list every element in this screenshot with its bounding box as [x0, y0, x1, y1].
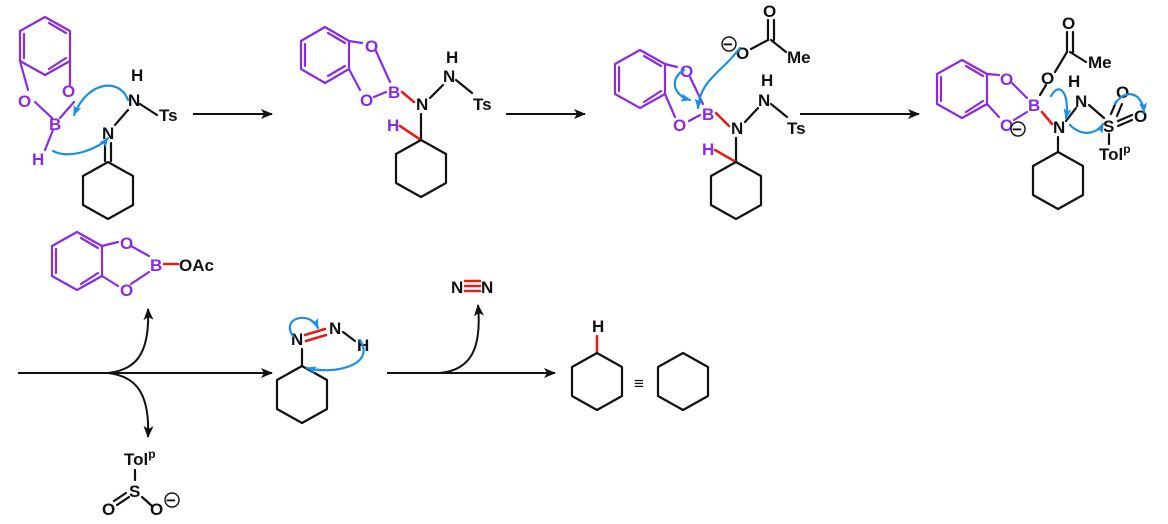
acetoxy-group: OAc	[179, 256, 214, 275]
atom-o: O	[1062, 14, 1075, 33]
atom-o: O	[1000, 116, 1013, 135]
atom-n: N	[443, 67, 455, 86]
acetate-attack-intermediate: O O B N N H Ts H − O O Me	[613, 2, 811, 221]
atom-h: H	[592, 317, 604, 336]
atom-h: H	[761, 71, 773, 90]
byproduct-out-arrow	[107, 308, 154, 374]
tolyl-group: Tolp	[1099, 142, 1131, 164]
aminoborane-adduct: O O B N N H Ts H	[299, 25, 492, 199]
cyclohexane-ring	[570, 351, 624, 412]
atom-o: O	[102, 500, 115, 519]
dinitrogen: N N	[451, 278, 493, 297]
atom-h: H	[702, 140, 714, 159]
borate-sulfonyl-intermediate: O O B − O O Me N N H S O O Tolp	[935, 14, 1147, 211]
atom-n: N	[481, 278, 493, 297]
catechol-ring	[613, 48, 667, 110]
negative-charge: −	[166, 491, 176, 510]
catechol-ring	[18, 15, 72, 77]
atom-b: B	[388, 83, 400, 102]
negative-charge: −	[723, 35, 733, 54]
alkyl-diazene: N N H	[275, 316, 369, 425]
atom-s: S	[129, 482, 140, 501]
cyclohexyl-ring	[394, 138, 448, 199]
ts-group: Ts	[787, 119, 806, 138]
atom-n: N	[128, 91, 140, 110]
atom-o: O	[18, 92, 31, 111]
atom-h: H	[446, 48, 458, 67]
atom-n: N	[291, 330, 303, 349]
byproduct-out-arrow	[439, 304, 484, 374]
atom-o: O	[763, 2, 776, 21]
catechol-ring	[299, 25, 351, 85]
atom-n: N	[758, 91, 770, 110]
negative-charge: −	[1012, 120, 1022, 139]
atom-o: O	[680, 62, 693, 81]
atom-o: O	[1134, 107, 1147, 126]
cyclohexane-product: H ≡	[570, 317, 710, 412]
ts-group: Ts	[473, 95, 492, 114]
methyl-group: Me	[787, 48, 811, 67]
atom-h: H	[387, 116, 399, 135]
atom-n: N	[1075, 92, 1087, 111]
atom-o: O	[120, 234, 133, 253]
atom-o: O	[365, 37, 378, 56]
acetate-anion: − O O Me	[721, 2, 811, 67]
cyclohexyl-ring	[81, 160, 135, 221]
byproduct-catecholboryl-acetate: O O B OAc	[50, 230, 214, 300]
atom-n: N	[416, 95, 428, 114]
atom-o: O	[62, 82, 75, 101]
atom-b: B	[150, 256, 162, 275]
catechol-ring	[935, 58, 989, 120]
atom-s: S	[1103, 117, 1114, 136]
atom-o: O	[360, 91, 373, 110]
cyclohexyl-ring	[709, 160, 763, 221]
cyclohexane-skeletal-ring	[656, 351, 710, 412]
atom-b: B	[1028, 96, 1040, 115]
atom-o: O	[1000, 70, 1013, 89]
atom-o: O	[120, 281, 133, 300]
cyclohexyl-ring	[1031, 150, 1085, 211]
atom-n: N	[102, 124, 114, 143]
byproduct-out-arrow	[107, 372, 154, 438]
atom-h: H	[1068, 72, 1080, 91]
atom-o: O	[1041, 69, 1054, 88]
hydrazone-catecholborane-complex: O O B H N N H Ts	[18, 15, 178, 221]
catechol-ring	[50, 230, 104, 292]
atom-b: B	[49, 115, 61, 134]
atom-b: B	[702, 105, 714, 124]
tolyl-group: Tolp	[124, 447, 156, 469]
cyclohexyl-ring	[275, 364, 329, 425]
ts-group: Ts	[159, 106, 178, 125]
atom-o: O	[673, 116, 686, 135]
atom-n: N	[1053, 118, 1065, 137]
atom-h: H	[32, 150, 44, 169]
atom-n: N	[451, 278, 463, 297]
atom-n: N	[329, 319, 341, 338]
atom-h: H	[131, 66, 143, 85]
equivalence-sign: ≡	[634, 374, 644, 393]
methyl-group: Me	[1088, 53, 1112, 72]
atom-n: N	[731, 119, 743, 138]
atom-o: O	[736, 44, 749, 63]
byproduct-sulfinate-anion: Tolp S O O −	[102, 447, 180, 519]
atom-o: O	[150, 500, 163, 519]
